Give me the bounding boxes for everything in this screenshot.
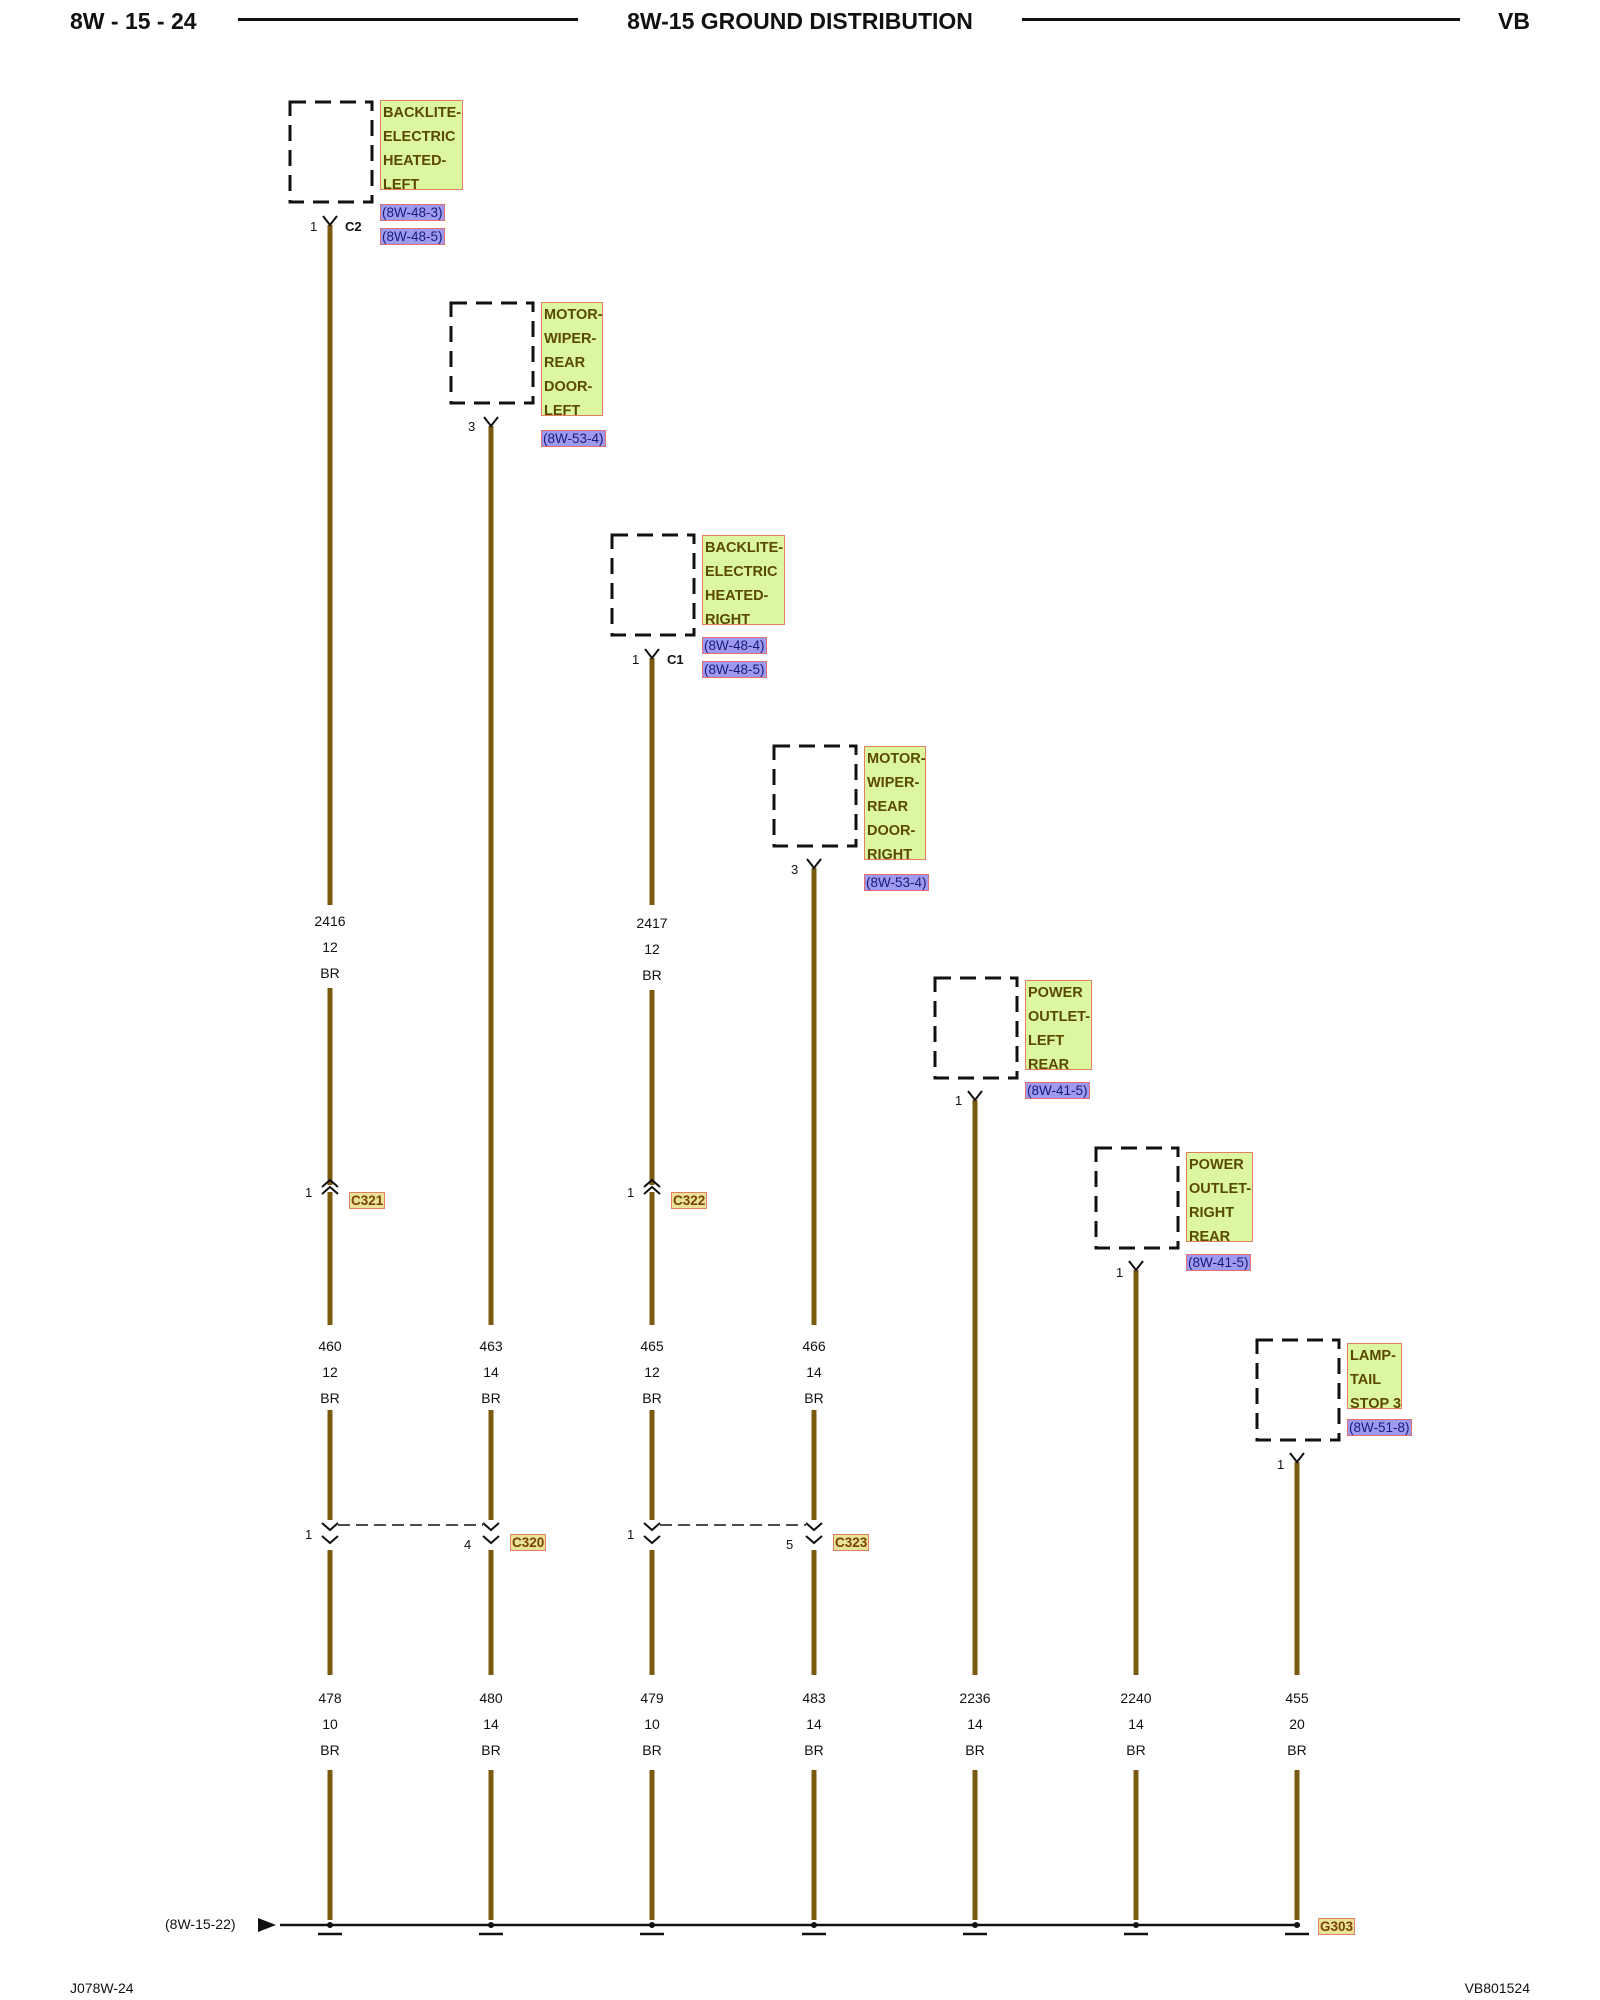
pin-number: 1	[627, 1185, 635, 1200]
connector-chevron	[482, 1522, 500, 1532]
pin-number: 1	[310, 219, 318, 234]
connector-id: C2	[345, 219, 362, 234]
splice-dot	[811, 1922, 817, 1928]
pin-terminal	[967, 1090, 983, 1102]
pin-number: 4	[464, 1537, 472, 1552]
ground-g303[interactable]: G303	[1318, 1918, 1356, 1935]
pin-number: 1	[1116, 1265, 1124, 1280]
component-box-backlite-left	[288, 100, 374, 204]
ref-backlite-left-1[interactable]: (8W-48-3)	[380, 204, 445, 221]
connector-c322[interactable]: C322	[671, 1192, 708, 1209]
ref-backlite-left-2[interactable]: (8W-48-5)	[380, 228, 445, 245]
pin-terminal	[806, 858, 822, 870]
connector-chevron	[321, 1185, 339, 1195]
component-box-outlet-right	[1094, 1146, 1180, 1250]
connector-chevron	[643, 1178, 661, 1188]
component-box-outlet-left	[933, 976, 1019, 1080]
splice-dot	[1133, 1922, 1139, 1928]
ref-outlet-left[interactable]: (8W-41-5)	[1025, 1082, 1090, 1099]
bus-from-ref[interactable]: (8W-15-22)	[165, 1916, 236, 1932]
ref-backlite-right-2[interactable]: (8W-48-5)	[702, 661, 767, 678]
pin-number: 1	[1277, 1457, 1285, 1472]
footer-left-code: J078W-24	[70, 1980, 134, 1996]
connector-chevron	[321, 1535, 339, 1545]
pin-number: 1	[955, 1093, 963, 1108]
ref-backlite-right-1[interactable]: (8W-48-4)	[702, 637, 767, 654]
bus-arrow	[258, 1918, 276, 1932]
connector-id: C1	[667, 652, 684, 667]
pin-number: 1	[305, 1527, 313, 1542]
pin-terminal	[322, 215, 338, 227]
pin-terminal	[644, 648, 660, 660]
page-title: 8W-15 GROUND DISTRIBUTION	[627, 8, 973, 34]
ref-wiper-left[interactable]: (8W-53-4)	[541, 430, 606, 447]
connector-chevron	[643, 1185, 661, 1195]
header-rule-left	[238, 18, 578, 21]
pin-number: 3	[791, 862, 799, 877]
model-code: VB	[1498, 8, 1530, 34]
connector-chevron	[321, 1178, 339, 1188]
ref-outlet-right[interactable]: (8W-41-5)	[1186, 1254, 1251, 1271]
connector-chevron	[482, 1535, 500, 1545]
splice-dot	[972, 1922, 978, 1928]
pin-number: 1	[632, 652, 640, 667]
pin-terminal	[1128, 1260, 1144, 1272]
footer-right-code: VB801524	[1464, 1980, 1530, 1996]
pin-terminal	[1289, 1452, 1305, 1464]
component-box-wiper-left	[449, 301, 535, 405]
pin-terminal	[483, 416, 499, 428]
splice-dot	[327, 1922, 333, 1928]
connector-chevron	[643, 1522, 661, 1532]
connector-c321[interactable]: C321	[349, 1192, 386, 1209]
page-code: 8W - 15 - 24	[70, 8, 197, 34]
pin-number: 5	[786, 1537, 794, 1552]
ref-tail-lamp[interactable]: (8W-51-8)	[1347, 1419, 1412, 1436]
pin-number: 1	[627, 1527, 635, 1542]
connector-chevron	[805, 1535, 823, 1545]
component-box-wiper-right	[772, 744, 858, 848]
connector-chevron	[321, 1522, 339, 1532]
pin-number: 3	[468, 419, 476, 434]
connector-chevron	[805, 1522, 823, 1532]
connector-c323[interactable]: C323	[833, 1534, 870, 1551]
splice-dot	[649, 1922, 655, 1928]
connector-c320[interactable]: C320	[510, 1534, 547, 1551]
splice-dot	[488, 1922, 494, 1928]
ref-wiper-right[interactable]: (8W-53-4)	[864, 874, 929, 891]
pin-number: 1	[305, 1185, 313, 1200]
component-box-backlite-right	[610, 533, 696, 637]
splice-dot	[1294, 1922, 1300, 1928]
connector-chevron	[643, 1535, 661, 1545]
header-rule-right	[1022, 18, 1460, 21]
component-box-tail-lamp	[1255, 1338, 1341, 1442]
